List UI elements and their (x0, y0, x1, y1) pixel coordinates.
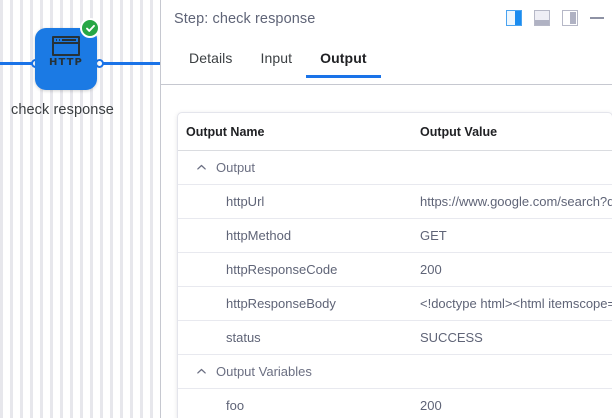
row-name: httpUrl (226, 194, 265, 209)
group-name-cell: Output (178, 150, 412, 185)
group-label: Output Variables (216, 364, 312, 379)
table-group-row[interactable]: Output (178, 150, 612, 185)
tab-input[interactable]: Input (260, 50, 293, 66)
group-label: Output (216, 160, 256, 175)
http-node-icon: HTTP (35, 36, 97, 68)
row-name-cell: httpResponseBody (178, 286, 412, 321)
row-value-cell: SUCCESS (412, 320, 612, 355)
chevron-up-icon[interactable] (196, 366, 207, 377)
table-row[interactable]: httpMethod GET (178, 218, 612, 253)
row-value-cell: https://www.google.com/search?q= (412, 184, 612, 219)
chevron-up-icon[interactable] (196, 162, 207, 173)
panel-tabs: Details Input Output (161, 42, 612, 85)
table-row[interactable]: status SUCCESS (178, 320, 612, 355)
browser-dot-icon (55, 39, 58, 41)
row-name: httpResponseCode (226, 262, 338, 277)
row-name-cell: httpMethod (178, 218, 412, 253)
row-value: 200 (420, 398, 442, 413)
table-row[interactable]: httpResponseBody <!doctype html><html it… (178, 286, 612, 321)
row-value-cell: <!doctype html><html itemscope=' (412, 286, 612, 321)
row-name-cell: foo (178, 389, 412, 418)
row-value-cell: GET (412, 218, 612, 253)
row-name: httpMethod (226, 228, 292, 243)
group-value-cell (412, 354, 612, 389)
table-group-row[interactable]: Output Variables (178, 354, 612, 389)
row-value: <!doctype html><html itemscope=' (420, 296, 612, 311)
row-name-cell: status (178, 320, 412, 355)
row-name: httpResponseBody (226, 296, 336, 311)
table-header-row: Output Name Output Value (178, 113, 612, 151)
row-name-cell: httpResponseCode (178, 252, 412, 287)
tab-output[interactable]: Output (306, 42, 382, 78)
group-value-cell (412, 150, 612, 185)
split-right-icon[interactable] (506, 10, 522, 26)
row-value: GET (420, 228, 447, 243)
table-row[interactable]: foo 200 (178, 389, 612, 418)
browser-dot-icon (58, 39, 61, 41)
panel-header: Step: check response (161, 0, 612, 42)
row-name: status (226, 330, 261, 345)
column-header-output-name: Output Name (178, 113, 412, 151)
browser-addressbar-icon (61, 39, 76, 41)
table-row[interactable]: httpResponseCode 200 (178, 252, 612, 287)
row-name: foo (226, 398, 245, 413)
http-label: HTTP (49, 57, 83, 68)
row-value-cell: 200 (412, 252, 612, 287)
success-check-icon (80, 18, 100, 38)
output-table: Output Name Output Value Output (178, 113, 612, 418)
browser-titlebar-icon (54, 38, 78, 44)
http-node[interactable]: HTTP (35, 28, 97, 90)
row-name-cell: httpUrl (178, 184, 412, 219)
dock-bottom-icon[interactable] (534, 10, 550, 26)
node-label: check response (11, 102, 114, 118)
workflow-canvas[interactable]: HTTP check response (0, 0, 160, 418)
table-row[interactable]: httpUrl https://www.google.com/search?q= (178, 184, 612, 219)
row-value: 200 (420, 262, 442, 277)
row-value: SUCCESS (420, 330, 483, 345)
panel-title: Step: check response (174, 11, 316, 27)
row-value: https://www.google.com/search?q= (420, 194, 612, 209)
split-left-icon[interactable] (562, 10, 578, 26)
step-detail-panel: Step: check response Details Input Outpu… (160, 0, 612, 418)
group-name-cell: Output Variables (178, 354, 412, 389)
table-head: Output Name Output Value (178, 113, 612, 151)
browser-window-icon (52, 36, 80, 56)
minimize-icon[interactable] (590, 10, 604, 26)
column-header-output-value: Output Value (412, 113, 612, 151)
panel-controls (506, 10, 604, 26)
tab-details[interactable]: Details (189, 50, 233, 66)
output-table-card: Output Name Output Value Output (177, 112, 612, 418)
table-body: Output httpUrl https://www.google.com/se… (178, 150, 612, 418)
row-value-cell: 200 (412, 389, 612, 418)
